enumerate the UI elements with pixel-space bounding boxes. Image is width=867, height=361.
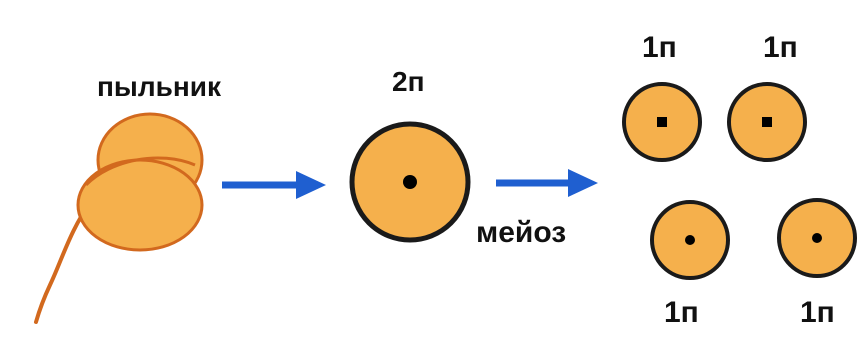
arrow-to-mother-cell — [222, 171, 326, 199]
spore-top-right-label: 1п — [763, 31, 798, 64]
spore-top-right — [727, 82, 807, 162]
spore-bottom-right-label: 1п — [800, 296, 835, 329]
anther-seam — [84, 156, 196, 187]
arrow-to-spores — [496, 169, 598, 197]
spore-bottom-right — [777, 198, 857, 278]
meiosis-label: мейоз — [476, 216, 567, 249]
mother-cell-ploidy-label: 2п — [392, 66, 425, 97]
mother-cell — [349, 121, 471, 243]
spore-top-left — [622, 82, 702, 162]
spore-bottom-left-label: 1п — [664, 296, 699, 329]
anther-icon — [34, 112, 204, 324]
anther-filament — [34, 198, 94, 324]
anther-front-lobe — [76, 158, 204, 252]
spore-bottom-left — [650, 200, 730, 280]
anther-label: пыльник — [97, 71, 221, 102]
mother-cell-nucleus — [403, 175, 417, 189]
spore-top-left-label: 1п — [642, 31, 677, 64]
